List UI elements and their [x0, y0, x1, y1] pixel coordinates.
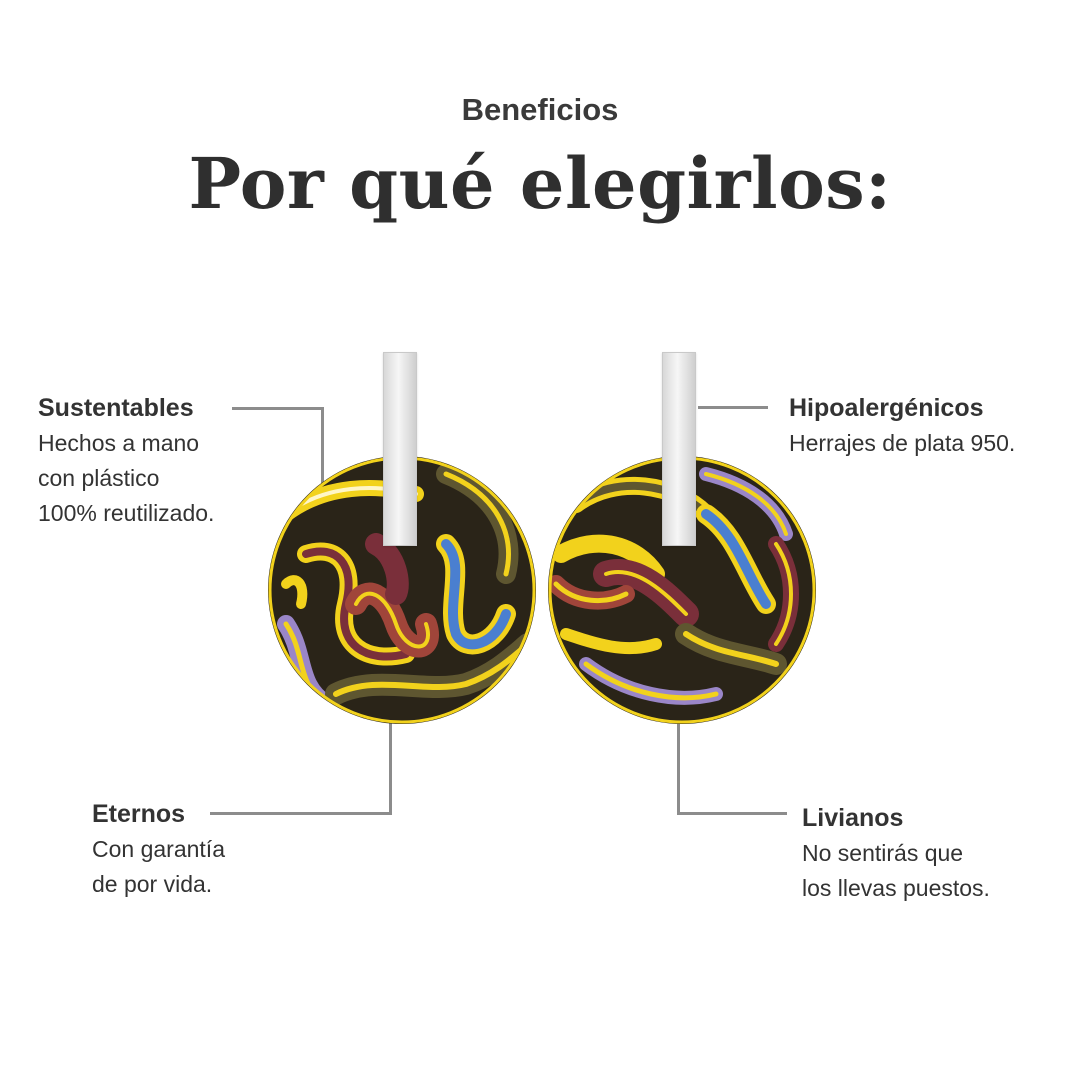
feature-hipoalergenicos-desc: Herrajes de plata 950.: [789, 430, 1016, 456]
earring-left: [266, 352, 538, 726]
feature-sustentables-title: Sustentables: [38, 394, 194, 422]
feature-livianos-title: Livianos: [802, 804, 904, 832]
section-kicker: Beneficios: [461, 92, 619, 127]
connector-hipoalergenicos: [698, 406, 768, 409]
feature-livianos: Livianos No sentirás que los llevas pues…: [802, 800, 990, 906]
connector-eternos-rise: [389, 718, 392, 815]
feature-livianos-desc: No sentirás que los llevas puestos.: [802, 840, 990, 901]
earring-right: [546, 352, 818, 726]
earring-left-disc: [268, 456, 536, 724]
connector-sustentables-drop: [321, 407, 324, 485]
connector-livianos-rise: [677, 718, 680, 815]
feature-sustentables-desc: Hechos a mano con plástico 100% reutiliz…: [38, 430, 215, 526]
connector-livianos: [677, 812, 787, 815]
feature-hipoalergenicos: Hipoalergénicos Herrajes de plata 950.: [789, 390, 1015, 461]
feature-sustentables: Sustentables Hechos a mano con plástico …: [38, 390, 214, 531]
earring-left-post: [383, 352, 417, 546]
feature-hipoalergenicos-title: Hipoalergénicos: [789, 394, 984, 422]
feature-eternos-title: Eternos: [92, 800, 186, 828]
page-title: Por qué elegirlos:: [188, 142, 892, 225]
connector-sustentables: [232, 407, 324, 410]
connector-eternos: [210, 812, 392, 815]
feature-eternos-desc: Con garantía de por vida.: [92, 836, 225, 897]
earring-right-post: [662, 352, 696, 546]
feature-eternos: Eternos Con garantía de por vida.: [92, 796, 225, 902]
